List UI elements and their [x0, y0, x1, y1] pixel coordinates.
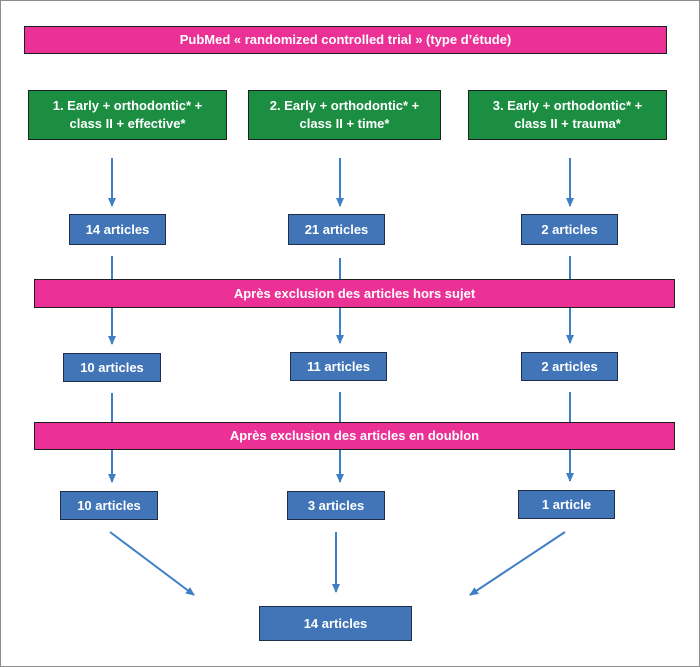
- query-1-line-1: 1. Early + orthodontic* +: [52, 98, 203, 113]
- initial-count-2-label: 21 articles: [304, 221, 369, 237]
- query-box-3: 3. Early + orthodontic* + class II + tra…: [468, 90, 667, 140]
- after-duplicates-count-3-label: 1 article: [541, 496, 592, 512]
- arrow-count-3-to-total: [469, 531, 566, 596]
- after-duplicates-count-2-label: 3 articles: [307, 497, 365, 513]
- initial-count-2: 21 articles: [288, 214, 385, 245]
- after-duplicates-count-3: 1 article: [518, 490, 615, 519]
- after-offtopic-count-2-label: 11 articles: [307, 358, 370, 374]
- query-box-1: 1. Early + orthodontic* + class II + eff…: [28, 90, 227, 140]
- offtopic-filter-label: Après exclusion des articles hors sujet: [233, 285, 476, 301]
- query-2-line-1: 2. Early + orthodontic* +: [269, 98, 420, 113]
- offtopic-filter-banner: Après exclusion des articles hors sujet: [34, 279, 675, 308]
- initial-count-3: 2 articles: [521, 214, 618, 245]
- header-banner: PubMed « randomized controlled trial » (…: [24, 26, 667, 54]
- after-duplicates-count-1: 10 articles: [60, 491, 158, 520]
- query-3-line-2: class II + trauma*: [514, 116, 621, 131]
- after-duplicates-count-2: 3 articles: [287, 491, 385, 520]
- arrow-count-1-to-total: [109, 531, 195, 596]
- initial-count-1: 14 articles: [69, 214, 166, 245]
- initial-count-1-label: 14 articles: [85, 221, 150, 237]
- query-3-line-1: 3. Early + orthodontic* +: [492, 98, 643, 113]
- initial-count-3-label: 2 articles: [541, 221, 598, 237]
- after-offtopic-count-2: 11 articles: [290, 352, 387, 381]
- after-duplicates-count-1-label: 10 articles: [77, 497, 141, 513]
- after-offtopic-count-3: 2 articles: [521, 352, 618, 381]
- duplicates-filter-label: Après exclusion des articles en doublon: [229, 428, 480, 443]
- query-1-line-2: class II + effective*: [69, 116, 186, 131]
- header-banner-label: PubMed « randomized controlled trial » (…: [179, 32, 512, 47]
- after-offtopic-count-3-label: 2 articles: [541, 358, 598, 374]
- after-offtopic-count-1-label: 10 articles: [80, 359, 144, 375]
- after-offtopic-count-1: 10 articles: [63, 353, 161, 382]
- query-2-line-2: class II + time*: [299, 116, 390, 131]
- query-box-2: 2. Early + orthodontic* + class II + tim…: [248, 90, 441, 140]
- duplicates-filter-banner: Après exclusion des articles en doublon: [34, 422, 675, 450]
- total-count-label: 14 articles: [303, 615, 368, 631]
- total-count: 14 articles: [259, 606, 412, 641]
